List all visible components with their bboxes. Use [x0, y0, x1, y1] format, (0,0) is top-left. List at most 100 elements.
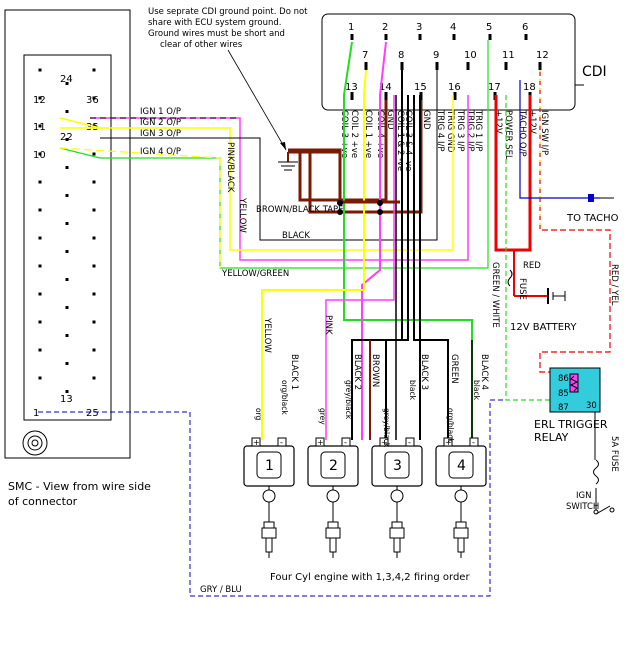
cdi-title: CDI	[582, 64, 607, 80]
smc-pin	[92, 208, 96, 212]
smc-caption: SMC - View from wire side	[8, 480, 151, 493]
battery-label: 12V BATTERY	[510, 322, 577, 333]
smc-pin	[38, 376, 42, 380]
smc-pin-label: 22	[60, 132, 73, 143]
cdi-pin-label: 14	[379, 82, 392, 93]
spark-plug-icon	[261, 521, 277, 558]
tape-label: BROWN/BLACK TAPE	[256, 205, 344, 215]
relay-pin: 87	[558, 403, 569, 413]
smc-pin	[92, 292, 96, 296]
cdi-pin-label: 10	[464, 50, 477, 61]
cdi-pin-label: 17	[488, 82, 501, 93]
tacho-connector-icon	[588, 194, 594, 202]
minus-terminal-icon	[469, 437, 479, 447]
cdi-terminal-label: TRIG 4 I/P	[435, 109, 445, 152]
minus-terminal-icon	[277, 437, 287, 447]
smc-pin-label: 12	[33, 95, 46, 106]
cdi-terminal-label: TRIG 3 I/P	[455, 109, 465, 152]
coil-plus-label: org	[254, 408, 263, 421]
minus-sign: -	[344, 438, 347, 447]
relay-pin: 86	[558, 374, 569, 384]
plus-terminal-icon	[315, 437, 325, 447]
cdi-pin-label: 16	[448, 82, 461, 93]
plus-sign: +	[253, 438, 260, 447]
spark-plug-icon	[453, 521, 469, 558]
plus-terminal-icon	[251, 437, 261, 447]
smc-pin	[38, 180, 42, 184]
smc-pin	[65, 250, 69, 253]
mounting-hole-icon	[22, 430, 48, 456]
minus-terminal-icon	[341, 437, 351, 447]
wire-label: GREEN	[449, 354, 459, 384]
wire-label: BLACK 4	[479, 354, 489, 390]
coil-number: 3	[393, 458, 402, 474]
cdi-pin-label: 1	[348, 22, 354, 33]
minus-terminal-icon	[405, 437, 415, 447]
cdi-terminal-label: COIL 1 +ve	[363, 110, 373, 158]
cdi-terminal-label: TRIG GND	[445, 109, 455, 153]
coil-plus-label: org/black	[446, 408, 455, 443]
spark-plug-icon	[389, 521, 405, 558]
smc-pin	[92, 264, 96, 268]
ground-point-icon	[337, 200, 343, 206]
tacho-label: TO TACHO	[566, 213, 619, 224]
wire-label: BLACK 3	[419, 354, 429, 390]
coil-plus-label: grey	[318, 408, 327, 425]
cdi-terminal-label: COIL 2 +ve	[349, 110, 359, 158]
wire-label: YELLOW	[237, 197, 247, 233]
cdi-pin-label: 13	[345, 82, 358, 93]
wire-label: YELLOW	[262, 317, 272, 353]
smc-connector: 24 12 36 11 35 22 10 13 1 25 SMC - View …	[4, 9, 151, 508]
spark-plug-icon	[325, 521, 341, 558]
smc-pin	[38, 292, 42, 296]
note-line: Use seprate CDI ground point. Do not	[148, 7, 308, 17]
battery-icon	[547, 288, 566, 304]
cdi-terminal-label: +12V	[493, 110, 503, 134]
relay-label: ERL TRIGGER	[534, 418, 608, 431]
smc-pin	[65, 222, 69, 225]
cdi-terminal-label: GND	[421, 110, 431, 130]
ground-note: Use seprate CDI ground point. Do not sha…	[148, 7, 308, 151]
smc-pin	[65, 194, 69, 197]
smc-pin	[38, 264, 42, 268]
smc-pin	[92, 376, 96, 380]
plus-sign: +	[317, 438, 324, 447]
cdi-pin-label: 11	[502, 50, 515, 61]
smc-pin	[38, 96, 42, 100]
wire-label: RED / YEL	[609, 264, 619, 306]
relay-label: RELAY	[534, 431, 569, 444]
smc-pin	[65, 138, 69, 141]
ign-fuse-label: 5A FUSE	[609, 436, 619, 472]
smc-pin-label: 25	[86, 408, 99, 419]
ign-fuse-icon	[593, 459, 599, 485]
smc-pin-label: 10	[33, 150, 46, 161]
cdi-pin-label: 12	[536, 50, 549, 61]
smc-pin-label: 13	[60, 394, 73, 405]
relay-pin: 30	[586, 401, 597, 411]
smc-pin	[65, 82, 69, 85]
smc-pin	[38, 208, 42, 212]
smc-pin	[38, 348, 42, 352]
smc-pin	[65, 110, 69, 113]
wire-label: IGN 2 O/P	[140, 118, 181, 128]
wire-label: GRY / BLU	[200, 585, 242, 595]
ign-switch-label: SWITCH	[566, 502, 599, 512]
coil-minus-label: grey/black	[344, 380, 353, 420]
smc-pin	[92, 236, 96, 240]
plus-terminal-icon	[443, 437, 453, 447]
coil-minus-label: black	[408, 380, 417, 401]
wire-label: PINK	[323, 315, 333, 335]
smc-caption: of connector	[8, 495, 78, 508]
smc-pin-grid	[38, 68, 96, 393]
smc-pin	[65, 390, 69, 393]
cdi-terminal-label: IGN SW I/P	[539, 110, 549, 155]
cdi-pin-label: 2	[382, 22, 388, 33]
erl-trigger-relay: 86 85 87 30 ERL TRIGGER RELAY	[534, 367, 608, 444]
wire-label: BROWN	[370, 354, 380, 387]
engine-caption: Four Cyl engine with 1,3,4,2 firing orde…	[270, 572, 470, 583]
wire-labels: IGN 1 O/P IGN 2 O/P IGN 3 O/P IGN 4 O/P …	[140, 107, 619, 595]
ground-icon	[278, 152, 298, 171]
minus-sign: -	[472, 438, 475, 447]
